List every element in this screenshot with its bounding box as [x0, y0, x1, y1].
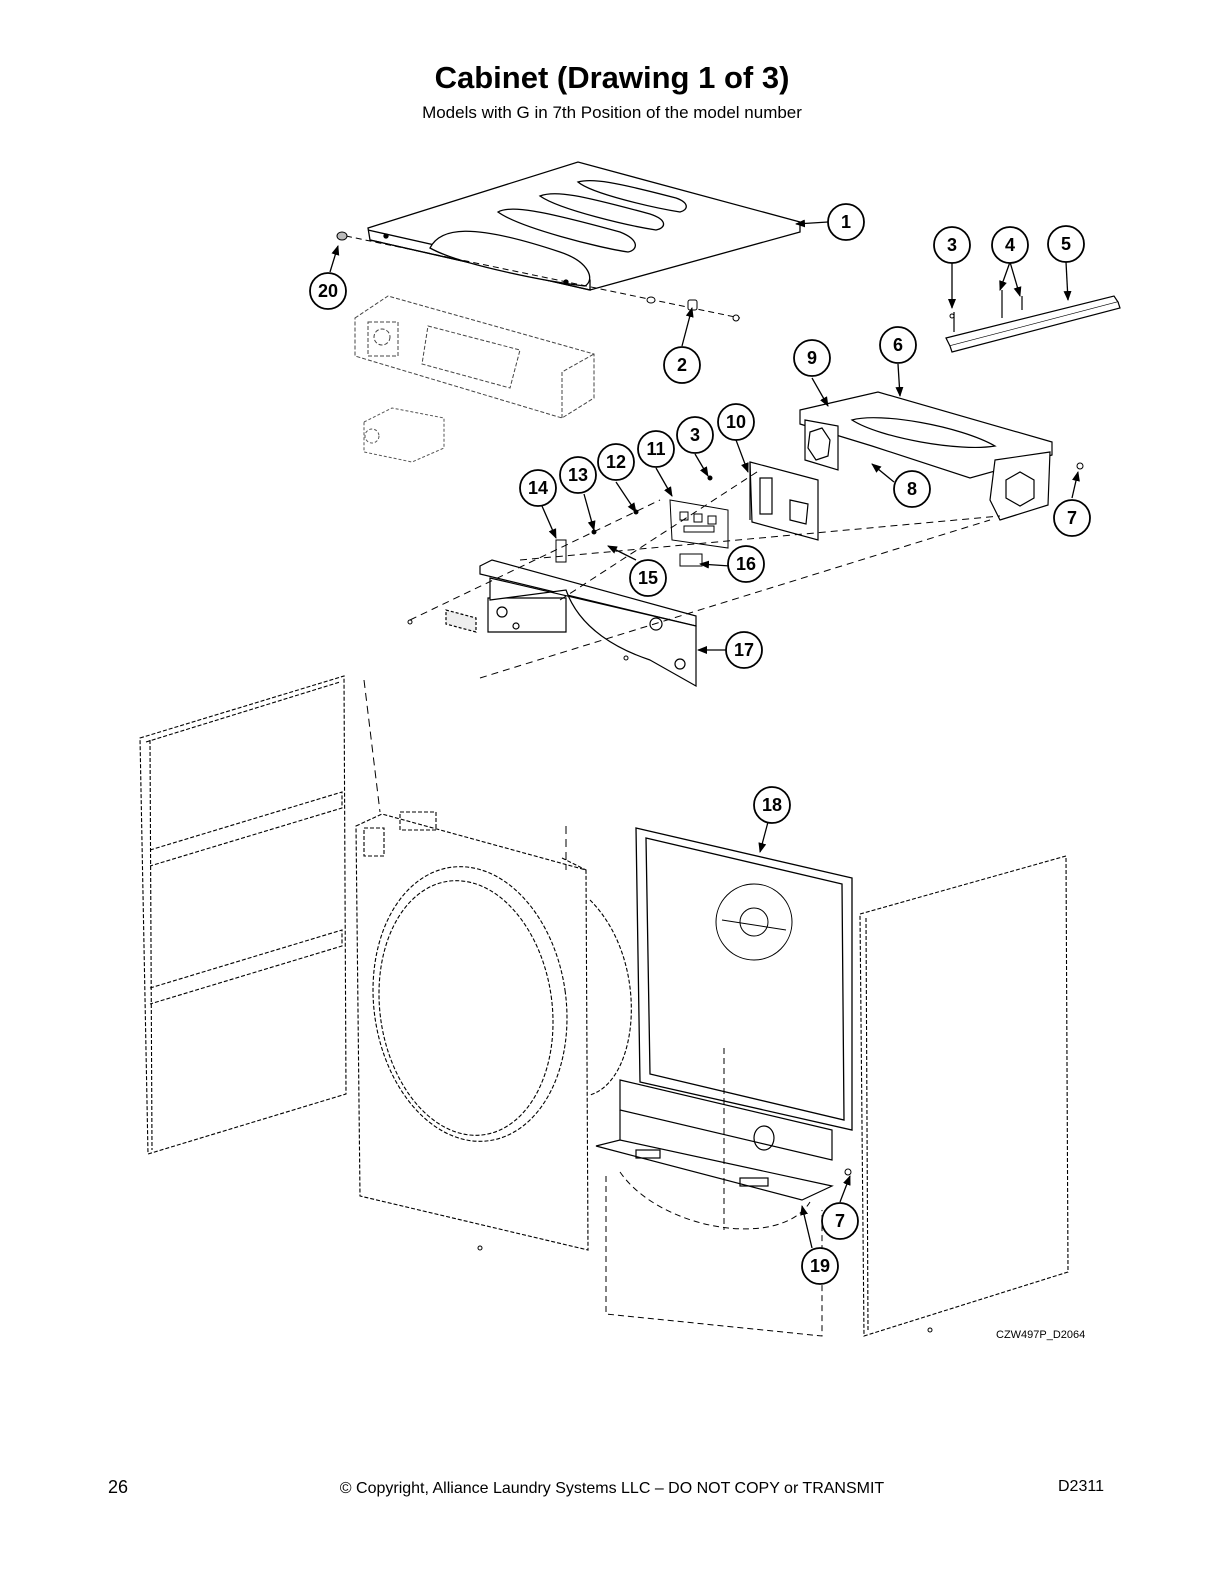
upper-rail-part: [945, 290, 1121, 353]
callout-15: [629, 559, 667, 597]
leader-arrows: [329, 219, 1080, 1249]
cover-hardware-hidden-lines: [345, 235, 741, 319]
page-title: Cabinet (Drawing 1 of 3): [434, 60, 790, 95]
right-side-panel: [859, 855, 1069, 1337]
copyright-notice: © Copyright, Alliance Laundry Systems LL…: [339, 1480, 885, 1497]
callout-11: [637, 430, 675, 468]
small-hardware-bits: [555, 475, 713, 567]
left-side-panel: [139, 675, 347, 1155]
control-module-part: [363, 407, 445, 463]
loose-screws: [407, 313, 1084, 1333]
callout-label-7-upper: 7: [1067, 508, 1077, 528]
callout-14: [519, 469, 557, 507]
callout-4: [991, 226, 1029, 264]
drawing-reference-code: CZW497P_D2064: [996, 1329, 1085, 1341]
callout-label-12: 12: [606, 452, 626, 472]
callout-label-2: 2: [677, 355, 687, 375]
callout-17: [725, 631, 763, 669]
rear-panel-part: [635, 827, 853, 1131]
callout-10: [717, 403, 755, 441]
front-panel-hidden-lines: [363, 679, 567, 870]
front-bracket-part: [445, 559, 697, 688]
callout-label-16: 16: [736, 554, 756, 574]
base-tray-part: [595, 1079, 834, 1201]
callout-label-8: 8: [907, 479, 917, 499]
callout-label-10: 10: [726, 412, 746, 432]
callout-label-7-lower: 7: [835, 1211, 845, 1231]
callout-9: [793, 339, 831, 377]
callout-7-upper: [1053, 499, 1091, 537]
callout-label-4: 4: [1005, 235, 1015, 255]
callout-label-9: 9: [807, 348, 817, 368]
callout-13: [559, 456, 597, 494]
top-cover-part: [367, 161, 801, 291]
circuit-board-part: [669, 499, 729, 549]
callout-16: [727, 545, 765, 583]
callout-label-6: 6: [893, 335, 903, 355]
cover-clips: [336, 231, 740, 322]
callout-12: [597, 443, 635, 481]
callout-6: [879, 326, 917, 364]
callout-label-3-lower: 3: [690, 425, 700, 445]
callout-label-1: 1: [841, 212, 851, 232]
page-subtitle: Models with G in 7th Position of the mod…: [422, 103, 802, 122]
mounting-plate-part: [749, 461, 819, 541]
callout-label-19: 19: [810, 1256, 830, 1276]
callout-19: [801, 1247, 839, 1285]
callout-label-3-upper: 3: [947, 235, 957, 255]
page-number: 26: [108, 1477, 129, 1497]
front-panel: [355, 811, 632, 1251]
callout-20: [309, 272, 347, 310]
callout-7-lower: [821, 1202, 859, 1240]
callout-label-15: 15: [638, 568, 658, 588]
callout-3-upper: [933, 226, 971, 264]
callout-bubbles: [309, 203, 1091, 1285]
rear-bracket-frame: [799, 391, 1053, 521]
callout-8: [893, 470, 931, 508]
callout-2: [663, 346, 701, 384]
callout-label-11: 11: [646, 439, 665, 459]
callout-label-20: 20: [318, 281, 338, 301]
callout-label-17: 17: [734, 640, 754, 660]
callout-label-13: 13: [568, 465, 588, 485]
base-hidden-lines: [605, 1048, 823, 1337]
control-console-part: [354, 295, 595, 419]
front-bracket-hidden-lines: [409, 469, 1001, 679]
callout-18: [753, 786, 791, 824]
callout-label-18: 18: [762, 795, 782, 815]
document-code: D2311: [1058, 1478, 1104, 1495]
callout-label-14: 14: [528, 478, 548, 498]
callout-numbers: 1 2 3 4 5 6 7 8 9 10 11 12 3 13 14 15 16…: [318, 212, 1077, 1276]
callout-3-lower: [676, 416, 714, 454]
callout-label-5: 5: [1061, 234, 1071, 254]
callout-5: [1047, 225, 1085, 263]
callout-1: [827, 203, 865, 241]
